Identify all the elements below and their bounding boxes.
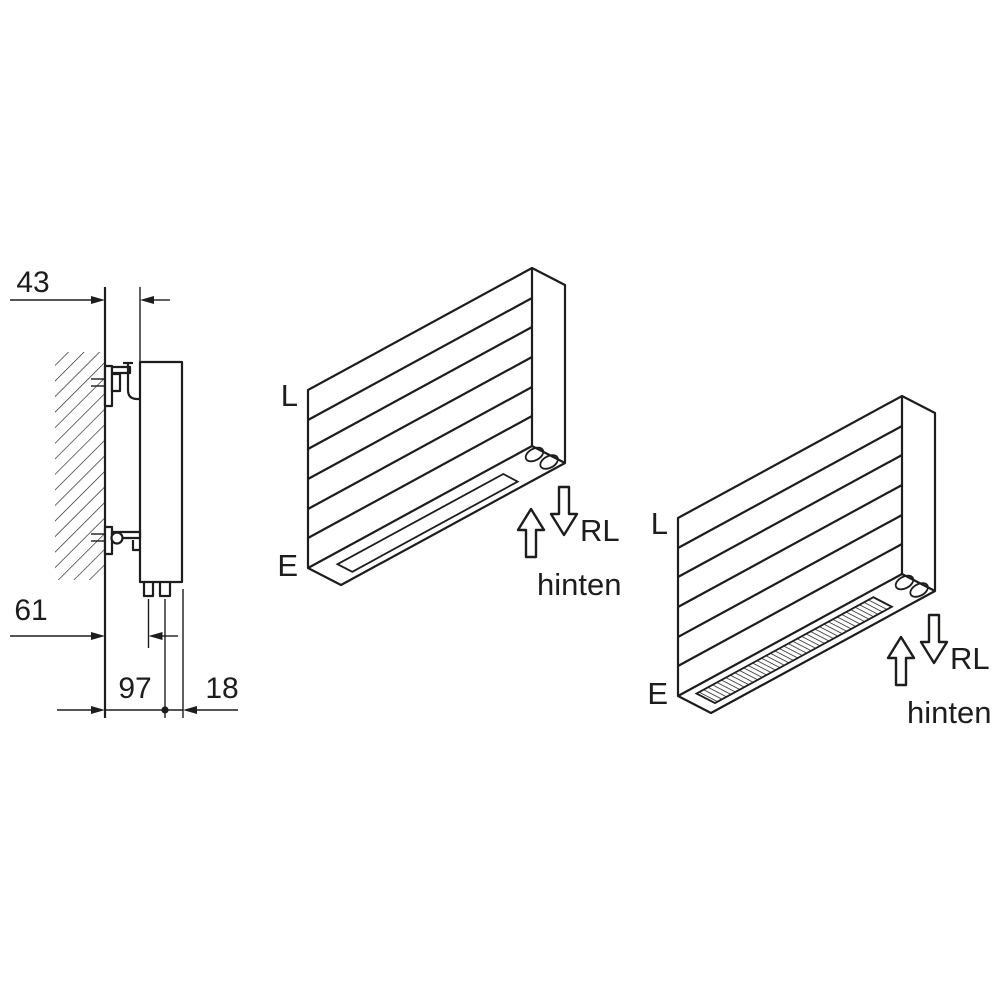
tube-line [677,454,903,578]
label-l: L [281,378,298,413]
rl-label: RL [950,641,990,676]
base-grille [694,596,894,705]
dimension-arrow-icon [148,632,163,640]
pipe-connection [524,446,545,463]
screw-head [110,531,124,545]
hinten-label: hinten [907,695,991,730]
flow-down-arrow-icon [919,613,949,665]
base-slot [335,472,520,573]
bottom-right-edge [531,445,566,464]
dimension-arrow-icon [91,632,105,640]
bottom-bracket [91,525,142,556]
front-bottom-edge [307,445,533,569]
tube-line [307,326,533,450]
label-e: E [277,548,298,583]
dimension-18: 18 [182,589,239,718]
pipe-connection [909,582,929,598]
dimension-43-label: 43 [16,266,49,299]
tube-line [307,356,533,480]
hinten-label: hinten [537,567,621,602]
tube-line [677,514,903,638]
flow-up-arrow-icon [516,507,546,559]
iso-radiator-front-connection: L E RL hinten [277,266,621,602]
flow-down-arrow-icon [549,485,579,537]
dimension-61: 61 [10,594,178,648]
bracket-arm [110,365,132,375]
pipe-stubs [142,582,172,598]
bracket-hook [126,363,140,401]
tube-line [677,425,903,549]
bottom-right-edge [901,573,936,592]
bracket-foot [131,540,140,552]
dimension-43: 43 [10,266,170,364]
dimension-97: 97 [57,599,183,718]
tube-line [307,386,533,510]
pipe-stub [142,582,155,598]
tube-line [307,415,533,539]
label-e: E [647,676,668,711]
dimension-97-label: 97 [118,672,151,705]
screw-head [110,372,122,393]
dimension-arrow-icon [91,706,105,714]
top-bracket [91,361,140,408]
rl-label: RL [580,513,620,548]
tube-line [677,484,903,608]
dimension-18-label: 18 [205,672,238,705]
iso-radiator-rear-connection: L E RL hinten [647,394,991,730]
wall-hatch [55,352,105,580]
tube-line [307,297,533,421]
pipe-connection [539,454,559,470]
tube-line [677,543,903,667]
radiator-panel-section [138,360,184,584]
pipe-stub [158,582,172,598]
front-bottom-edge [677,573,903,697]
flow-up-arrow-icon [886,635,916,687]
dimension-arrow-icon [91,296,105,304]
label-l: L [651,506,668,541]
dimension-61-label: 61 [14,594,47,627]
dimension-arrow-icon [183,706,197,714]
section-view: 43 61 97 18 [10,266,239,718]
pipe-connection [894,574,915,591]
dimension-arrow-icon [140,296,154,304]
